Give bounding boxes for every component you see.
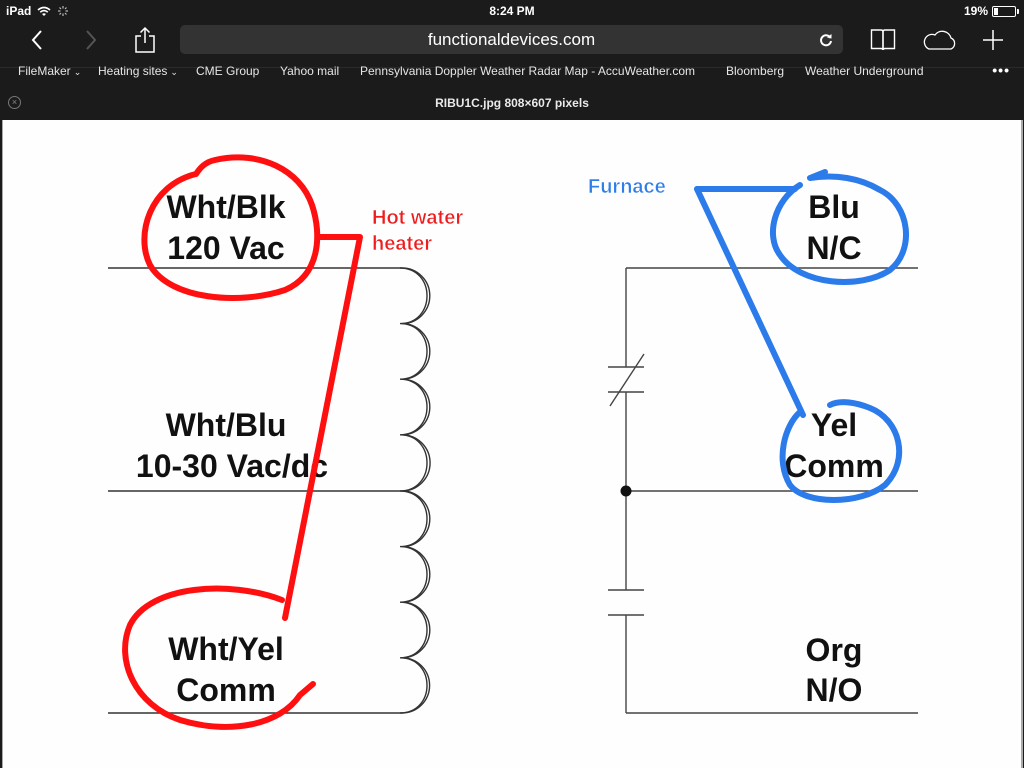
battery-percent: 19%: [963, 4, 988, 18]
hot-water-heater-label: Hot water heater: [372, 207, 464, 256]
blue-annotation: [694, 169, 909, 503]
bookmarks-button[interactable]: [868, 25, 898, 55]
more-bookmarks-button[interactable]: •••: [992, 62, 1010, 78]
label-wht-blu: Wht/Blu: [166, 407, 287, 443]
device-name: iPad: [6, 4, 32, 18]
wifi-icon: [37, 6, 51, 16]
browser-toolbar: functionaldevices.com: [0, 22, 1024, 58]
back-button[interactable]: [22, 25, 52, 55]
label-10-30vac: 10-30 Vac/dc: [136, 448, 328, 484]
furnace-label: Furnace: [588, 176, 666, 198]
bookmark-weather-underground[interactable]: Weather Underground: [805, 64, 924, 78]
label-comm-left: Comm: [176, 672, 276, 708]
label-no: N/O: [806, 672, 863, 708]
icloud-tabs-button[interactable]: [922, 25, 958, 55]
activity-spinner-icon: [58, 6, 69, 16]
clock: 8:24 PM: [489, 4, 535, 18]
blue-circle-yel: [779, 399, 903, 503]
bookmark-bloomberg[interactable]: Bloomberg: [726, 64, 785, 78]
forward-button[interactable]: [76, 25, 106, 55]
image-viewport: Wht/Blk 120 Vac Wht/Blu 10-30 Vac/dc Wht…: [2, 120, 1023, 768]
bookmark-label: FileMaker: [18, 64, 71, 78]
red-connector-line: [282, 234, 363, 621]
label-yel: Yel: [811, 407, 857, 443]
battery-icon: [992, 5, 1019, 17]
red-annotation: [122, 154, 363, 730]
status-bar: iPad 8:24 PM 19%: [0, 0, 1024, 22]
blue-circle-blu: [769, 169, 909, 285]
close-tab-icon[interactable]: ×: [8, 96, 21, 109]
label-blu: Blu: [808, 189, 860, 225]
bookmark-cme-group[interactable]: CME Group: [196, 64, 260, 78]
red-circle-wht-yel: [122, 585, 316, 730]
url-text: functionaldevices.com: [427, 30, 596, 49]
red-circle-wht-blk: [141, 154, 321, 301]
bookmark-accuweather[interactable]: Pennsylvania Doppler Weather Radar Map -…: [360, 64, 696, 78]
reload-button[interactable]: [815, 25, 837, 54]
svg-text:Hot water: Hot water: [372, 207, 463, 229]
label-nc: N/C: [806, 230, 861, 266]
junction-dot: [620, 485, 632, 497]
plus-icon: [983, 30, 1003, 50]
cloud-icon: [923, 30, 956, 50]
address-bar[interactable]: functionaldevices.com: [180, 25, 843, 54]
bookmark-label: Heating sites: [98, 64, 168, 78]
bookmark-yahoo-mail[interactable]: Yahoo mail: [280, 64, 340, 78]
svg-text:heater: heater: [372, 233, 432, 255]
label-wht-blk: Wht/Blk: [166, 189, 285, 225]
share-icon: [135, 26, 155, 53]
coil-icon: [399, 267, 428, 714]
wiring-diagram: Wht/Blk 120 Vac Wht/Blu 10-30 Vac/dc Wht…: [108, 154, 918, 730]
blue-line-diagonal: [694, 186, 806, 418]
share-button[interactable]: [130, 25, 160, 55]
reload-icon: [820, 33, 832, 46]
divider: [0, 67, 1024, 68]
new-tab-button[interactable]: [978, 25, 1008, 55]
tab-bar: × RIBU1C.jpg 808×607 pixels: [0, 88, 1024, 118]
chevron-right-icon: [86, 30, 97, 50]
chevron-down-icon: ⌄: [73, 67, 82, 77]
chevron-left-icon: [31, 30, 42, 50]
label-120vac: 120 Vac: [167, 230, 284, 266]
bookmark-filemaker[interactable]: FileMaker⌄: [18, 64, 81, 78]
chevron-down-icon: ⌄: [170, 67, 178, 77]
bookmarks-bar: FileMaker⌄ Heating sites⌄ CME Group Yaho…: [0, 60, 1024, 84]
label-wht-yel: Wht/Yel: [168, 631, 284, 667]
tab-title: RIBU1C.jpg 808×607 pixels: [435, 96, 589, 110]
label-comm-right: Comm: [784, 448, 884, 484]
label-org: Org: [806, 632, 863, 668]
open-book-icon: [870, 29, 896, 51]
bookmark-heating-sites[interactable]: Heating sites⌄: [98, 64, 178, 78]
